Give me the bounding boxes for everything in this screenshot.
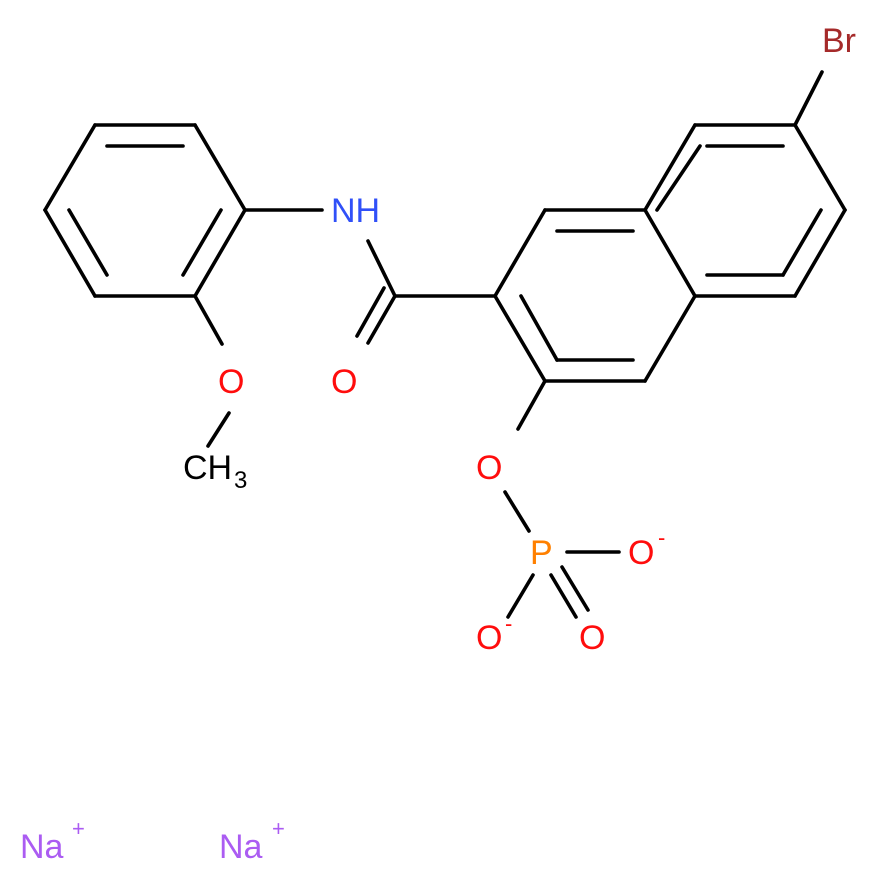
sodium-ion-1: Na + — [20, 816, 85, 866]
sodium-symbol-label: Na — [219, 828, 263, 866]
bond — [503, 490, 531, 533]
amide-nh-label: NH — [331, 192, 380, 230]
bond — [643, 123, 697, 212]
bond — [655, 144, 702, 212]
methoxy-oxygen-label: O — [218, 363, 244, 401]
methyl-group-label: CH 3 — [183, 449, 247, 494]
bond — [519, 294, 559, 362]
phosphate-oxygen-right: O - — [628, 525, 665, 572]
bond — [193, 208, 247, 298]
bond — [516, 379, 547, 431]
carbonyl-oxygen-label: O — [331, 363, 357, 401]
bond — [493, 208, 547, 298]
methoxyphenyl-ring — [43, 123, 247, 298]
bond — [560, 565, 590, 612]
positive-charge-label: + — [272, 816, 285, 841]
phosphorus-label: P — [530, 534, 553, 572]
phosphate-oxygen-left: O - — [476, 611, 512, 657]
bond — [643, 294, 697, 383]
phosphate-oxygen-left-label: O — [476, 619, 502, 657]
negative-charge-label: - — [505, 611, 512, 636]
bond — [355, 286, 386, 338]
positive-charge-label: + — [72, 816, 85, 841]
substituent-bonds — [193, 70, 824, 619]
bond — [181, 208, 223, 277]
bond — [781, 208, 823, 277]
bond — [366, 239, 397, 298]
methyl-main-label: CH — [183, 449, 232, 487]
phosphate-double-oxygen-label: O — [579, 619, 605, 657]
bond — [549, 573, 578, 619]
bond — [67, 208, 109, 277]
bond — [43, 123, 97, 212]
bond — [206, 411, 231, 448]
bond — [493, 294, 547, 383]
bond — [643, 208, 697, 298]
bromine-label: Br — [822, 22, 856, 60]
ester-oxygen-label: O — [476, 449, 502, 487]
bond — [366, 294, 397, 345]
bond — [506, 573, 535, 619]
naphthalene-core — [493, 123, 847, 383]
bond — [193, 123, 247, 212]
sodium-ion-2: Na + — [219, 816, 285, 866]
sodium-symbol-label: Na — [20, 828, 64, 866]
bond — [793, 70, 824, 127]
negative-charge-label: - — [658, 525, 665, 550]
bond — [793, 123, 847, 212]
bond — [793, 208, 847, 298]
methyl-subscript-label: 3 — [234, 467, 247, 494]
bond — [43, 208, 97, 298]
bond — [193, 294, 224, 346]
phosphate-oxygen-right-label: O — [628, 534, 654, 572]
